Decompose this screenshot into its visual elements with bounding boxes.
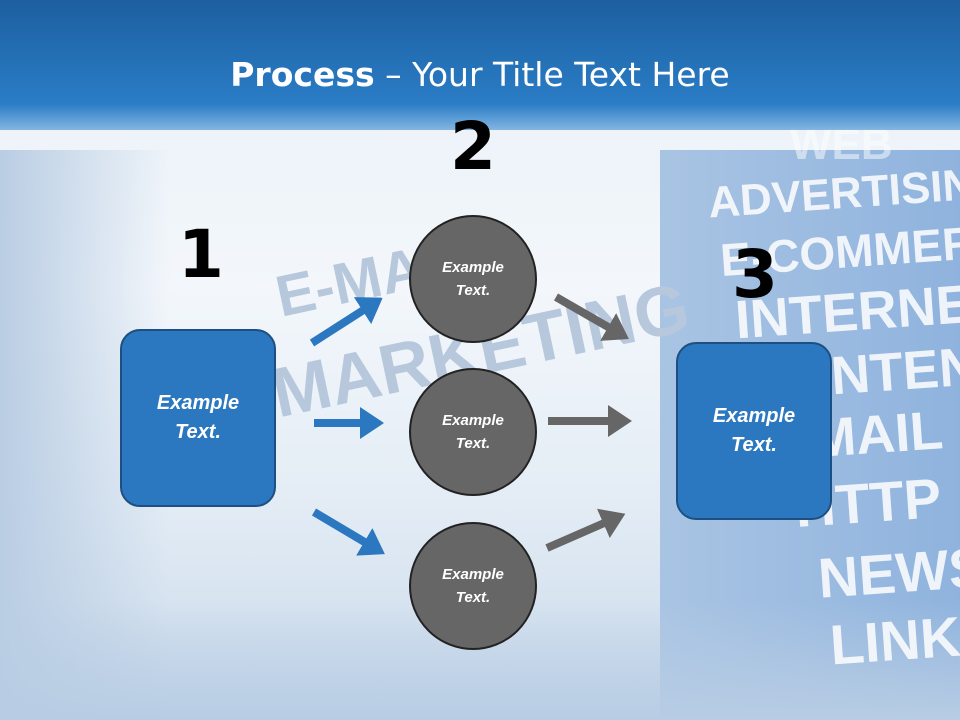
arrow-blue-down bbox=[311, 508, 385, 556]
arrow-blue-up bbox=[309, 297, 383, 347]
title-bar: Process – Your Title Text Here bbox=[0, 0, 960, 130]
arrow-gray-down bbox=[554, 293, 629, 341]
step-3-box: Example Text. bbox=[676, 342, 832, 520]
circle-text: Example Text. bbox=[442, 259, 504, 299]
step-2-circle-bottom: Example Text. bbox=[409, 522, 537, 650]
step-number-1: 1 bbox=[178, 216, 224, 293]
step-2-circle-middle: Example Text. bbox=[409, 368, 537, 496]
step-2-circle-top: Example Text. bbox=[409, 215, 537, 343]
title-rest: – Your Title Text Here bbox=[374, 55, 730, 94]
circle-text: Example Text. bbox=[442, 412, 504, 452]
title-bold: Process bbox=[230, 55, 375, 94]
circle-text: Example Text. bbox=[442, 566, 504, 606]
step-3-text: Example Text. bbox=[712, 405, 796, 456]
arrow-gray-up bbox=[545, 508, 626, 552]
step-1-box: Example Text. bbox=[120, 329, 276, 507]
step-1-text: Example Text. bbox=[156, 392, 240, 443]
slide-title: Process – Your Title Text Here bbox=[0, 55, 960, 94]
step-number-2: 2 bbox=[450, 108, 496, 185]
step-number-3: 3 bbox=[732, 236, 778, 313]
